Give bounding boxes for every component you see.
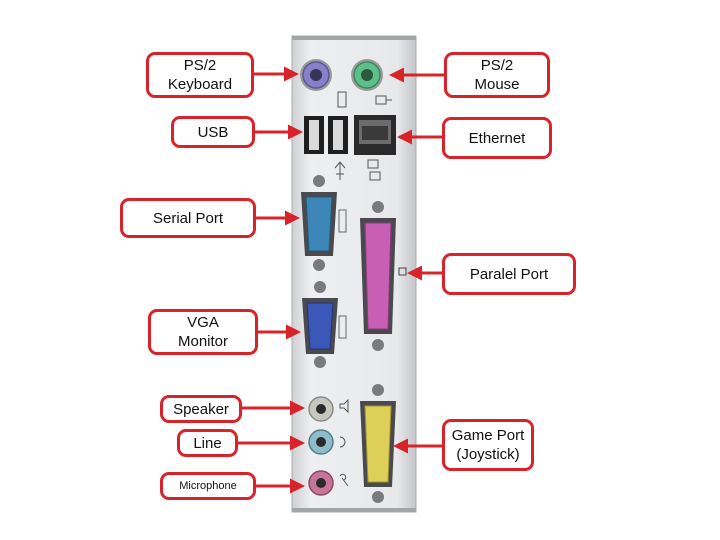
keyboard-glyph-icon (337, 91, 347, 108)
network-glyph-icon (367, 159, 381, 181)
line-in-jack (308, 429, 334, 455)
callout-microphone: Microphone (160, 472, 256, 500)
callout-ps2-mouse: PS/2 Mouse (444, 52, 550, 98)
callout-game-port: Game Port (Joystick) (442, 419, 534, 471)
callout-speaker: Speaker (160, 395, 242, 423)
usb-glyph-icon (334, 161, 346, 180)
callout-vga-monitor: VGA Monitor (148, 309, 258, 355)
callout-ethernet: Ethernet (442, 117, 552, 159)
vga-port (302, 281, 347, 368)
line-in-glyph-icon (339, 436, 346, 448)
microphone-jack (308, 470, 334, 496)
callout-serial-port: Serial Port (120, 198, 256, 238)
ps2-mouse-port (351, 59, 383, 91)
ethernet-port (354, 115, 396, 155)
callout-line: Line (177, 429, 238, 457)
serial-port (301, 175, 347, 271)
speaker-jack (308, 396, 334, 422)
parallel-port (360, 201, 407, 351)
game-port (360, 384, 396, 503)
mouse-glyph-icon (375, 95, 392, 105)
usb-ports (304, 116, 348, 154)
speaker-glyph-icon (339, 398, 349, 414)
callout-arrows (236, 66, 446, 494)
callout-usb: USB (171, 116, 255, 148)
ps2-keyboard-port (300, 59, 332, 91)
callout-parallel-port: Paralel Port (442, 253, 576, 295)
callout-ps2-keyboard: PS/2 Keyboard (146, 52, 254, 98)
microphone-glyph-icon (339, 473, 349, 487)
